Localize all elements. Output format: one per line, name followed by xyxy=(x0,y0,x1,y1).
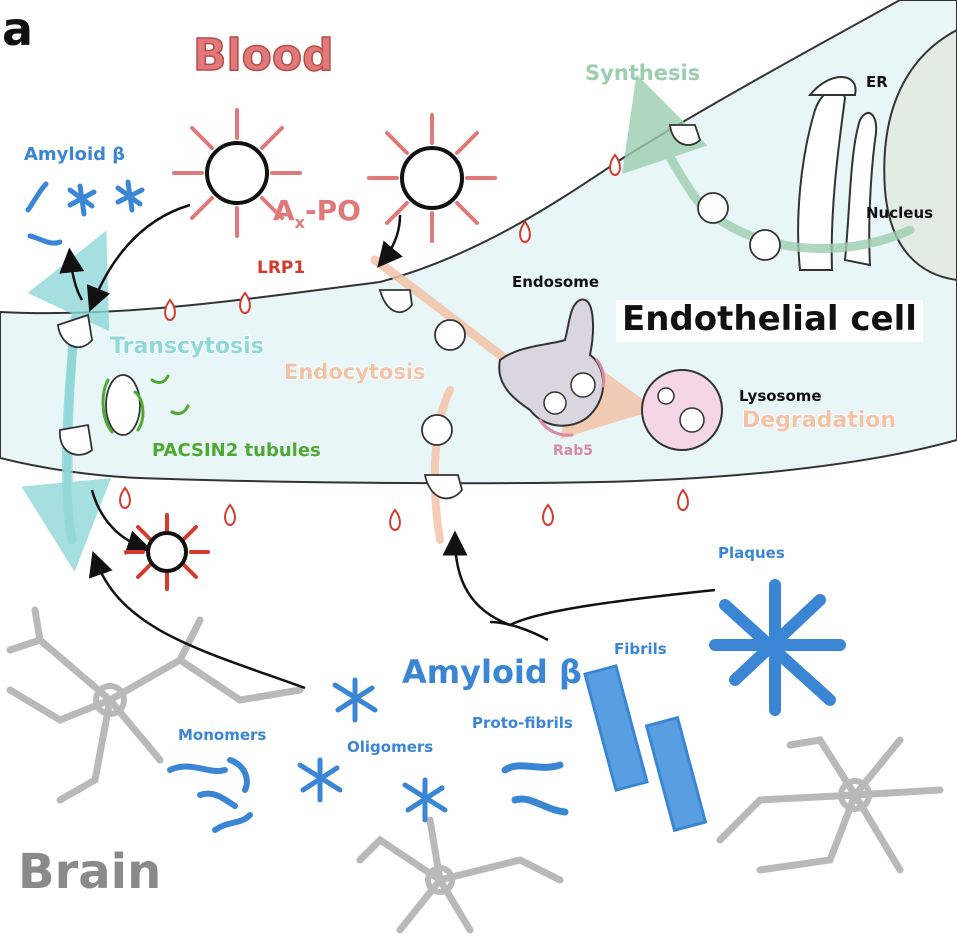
fibrils-label: Fibrils xyxy=(614,640,667,658)
amyloid-brain-title: Amyloid β xyxy=(402,653,582,691)
pacsin2-tubules xyxy=(101,374,190,434)
lysosome xyxy=(641,369,723,451)
amyloid-protofibrils xyxy=(501,761,569,816)
pacsin2-label: PACSIN2 tubules xyxy=(152,440,321,461)
endothelial-cell-membrane xyxy=(0,0,957,485)
lrp1-receptors xyxy=(119,153,689,532)
amyloid-blood-squiggles xyxy=(25,179,145,246)
arrow-brain-to-transcytosis xyxy=(88,550,306,690)
endothelial-cell-label: Endothelial cell xyxy=(616,300,923,342)
ax-po-main: A xyxy=(273,194,295,227)
neuron-left xyxy=(6,606,304,804)
ax-po-particle-brain xyxy=(124,513,210,591)
rab5-label: Rab5 xyxy=(553,443,593,459)
nucleus xyxy=(883,28,957,282)
degradation-label: Degradation xyxy=(741,408,897,433)
amyloid-oligomers xyxy=(297,677,448,823)
nucleus-label: Nucleus xyxy=(866,204,934,222)
arrow-plaques-to-endocytosis xyxy=(442,530,716,627)
monomers-label: Monomers xyxy=(178,726,267,744)
arrow-to-amyloid-blood xyxy=(59,247,85,301)
arrow-ax-po-to-transcytosis xyxy=(86,203,191,312)
vesicles xyxy=(57,124,781,500)
neuron-right xyxy=(716,736,944,874)
arrow-ax-po-to-lrp1 xyxy=(377,214,403,268)
transcytosis-label: Transcytosis xyxy=(109,334,264,359)
amyloid-fibrils xyxy=(583,664,708,833)
synthesis-label: Synthesis xyxy=(585,61,701,85)
lysosome-label: Lysosome xyxy=(739,387,822,405)
amyloid-plaques xyxy=(709,579,846,716)
ax-po-particle-1 xyxy=(172,108,302,238)
er-label: ER xyxy=(866,73,888,91)
panel-letter: a xyxy=(2,2,34,56)
rab5-marks xyxy=(538,358,606,437)
protofibrils-label: Proto-fibrils xyxy=(472,714,573,732)
brain-label: Brain xyxy=(18,844,162,900)
endosome-label: Endosome xyxy=(512,273,600,291)
endocytosis-label: Endocytosis xyxy=(283,360,426,384)
oligomers-label: Oligomers xyxy=(347,738,434,756)
ax-po-label: Ax-PO xyxy=(273,197,361,231)
ax-po-subscript: x xyxy=(294,213,305,232)
endoplasmic-reticulum xyxy=(797,76,878,271)
amyloid-blood-label: Amyloid β xyxy=(24,144,126,165)
blood-label: Blood xyxy=(192,30,334,81)
arrow-to-brain-particle xyxy=(90,489,153,555)
ax-po-particle-2 xyxy=(367,113,497,243)
neuron-center xyxy=(356,816,564,934)
lrp1-label: LRP1 xyxy=(257,258,306,278)
amyloid-monomers xyxy=(167,757,253,833)
plaques-label: Plaques xyxy=(718,544,785,562)
ax-po-tail: -PO xyxy=(305,194,361,227)
